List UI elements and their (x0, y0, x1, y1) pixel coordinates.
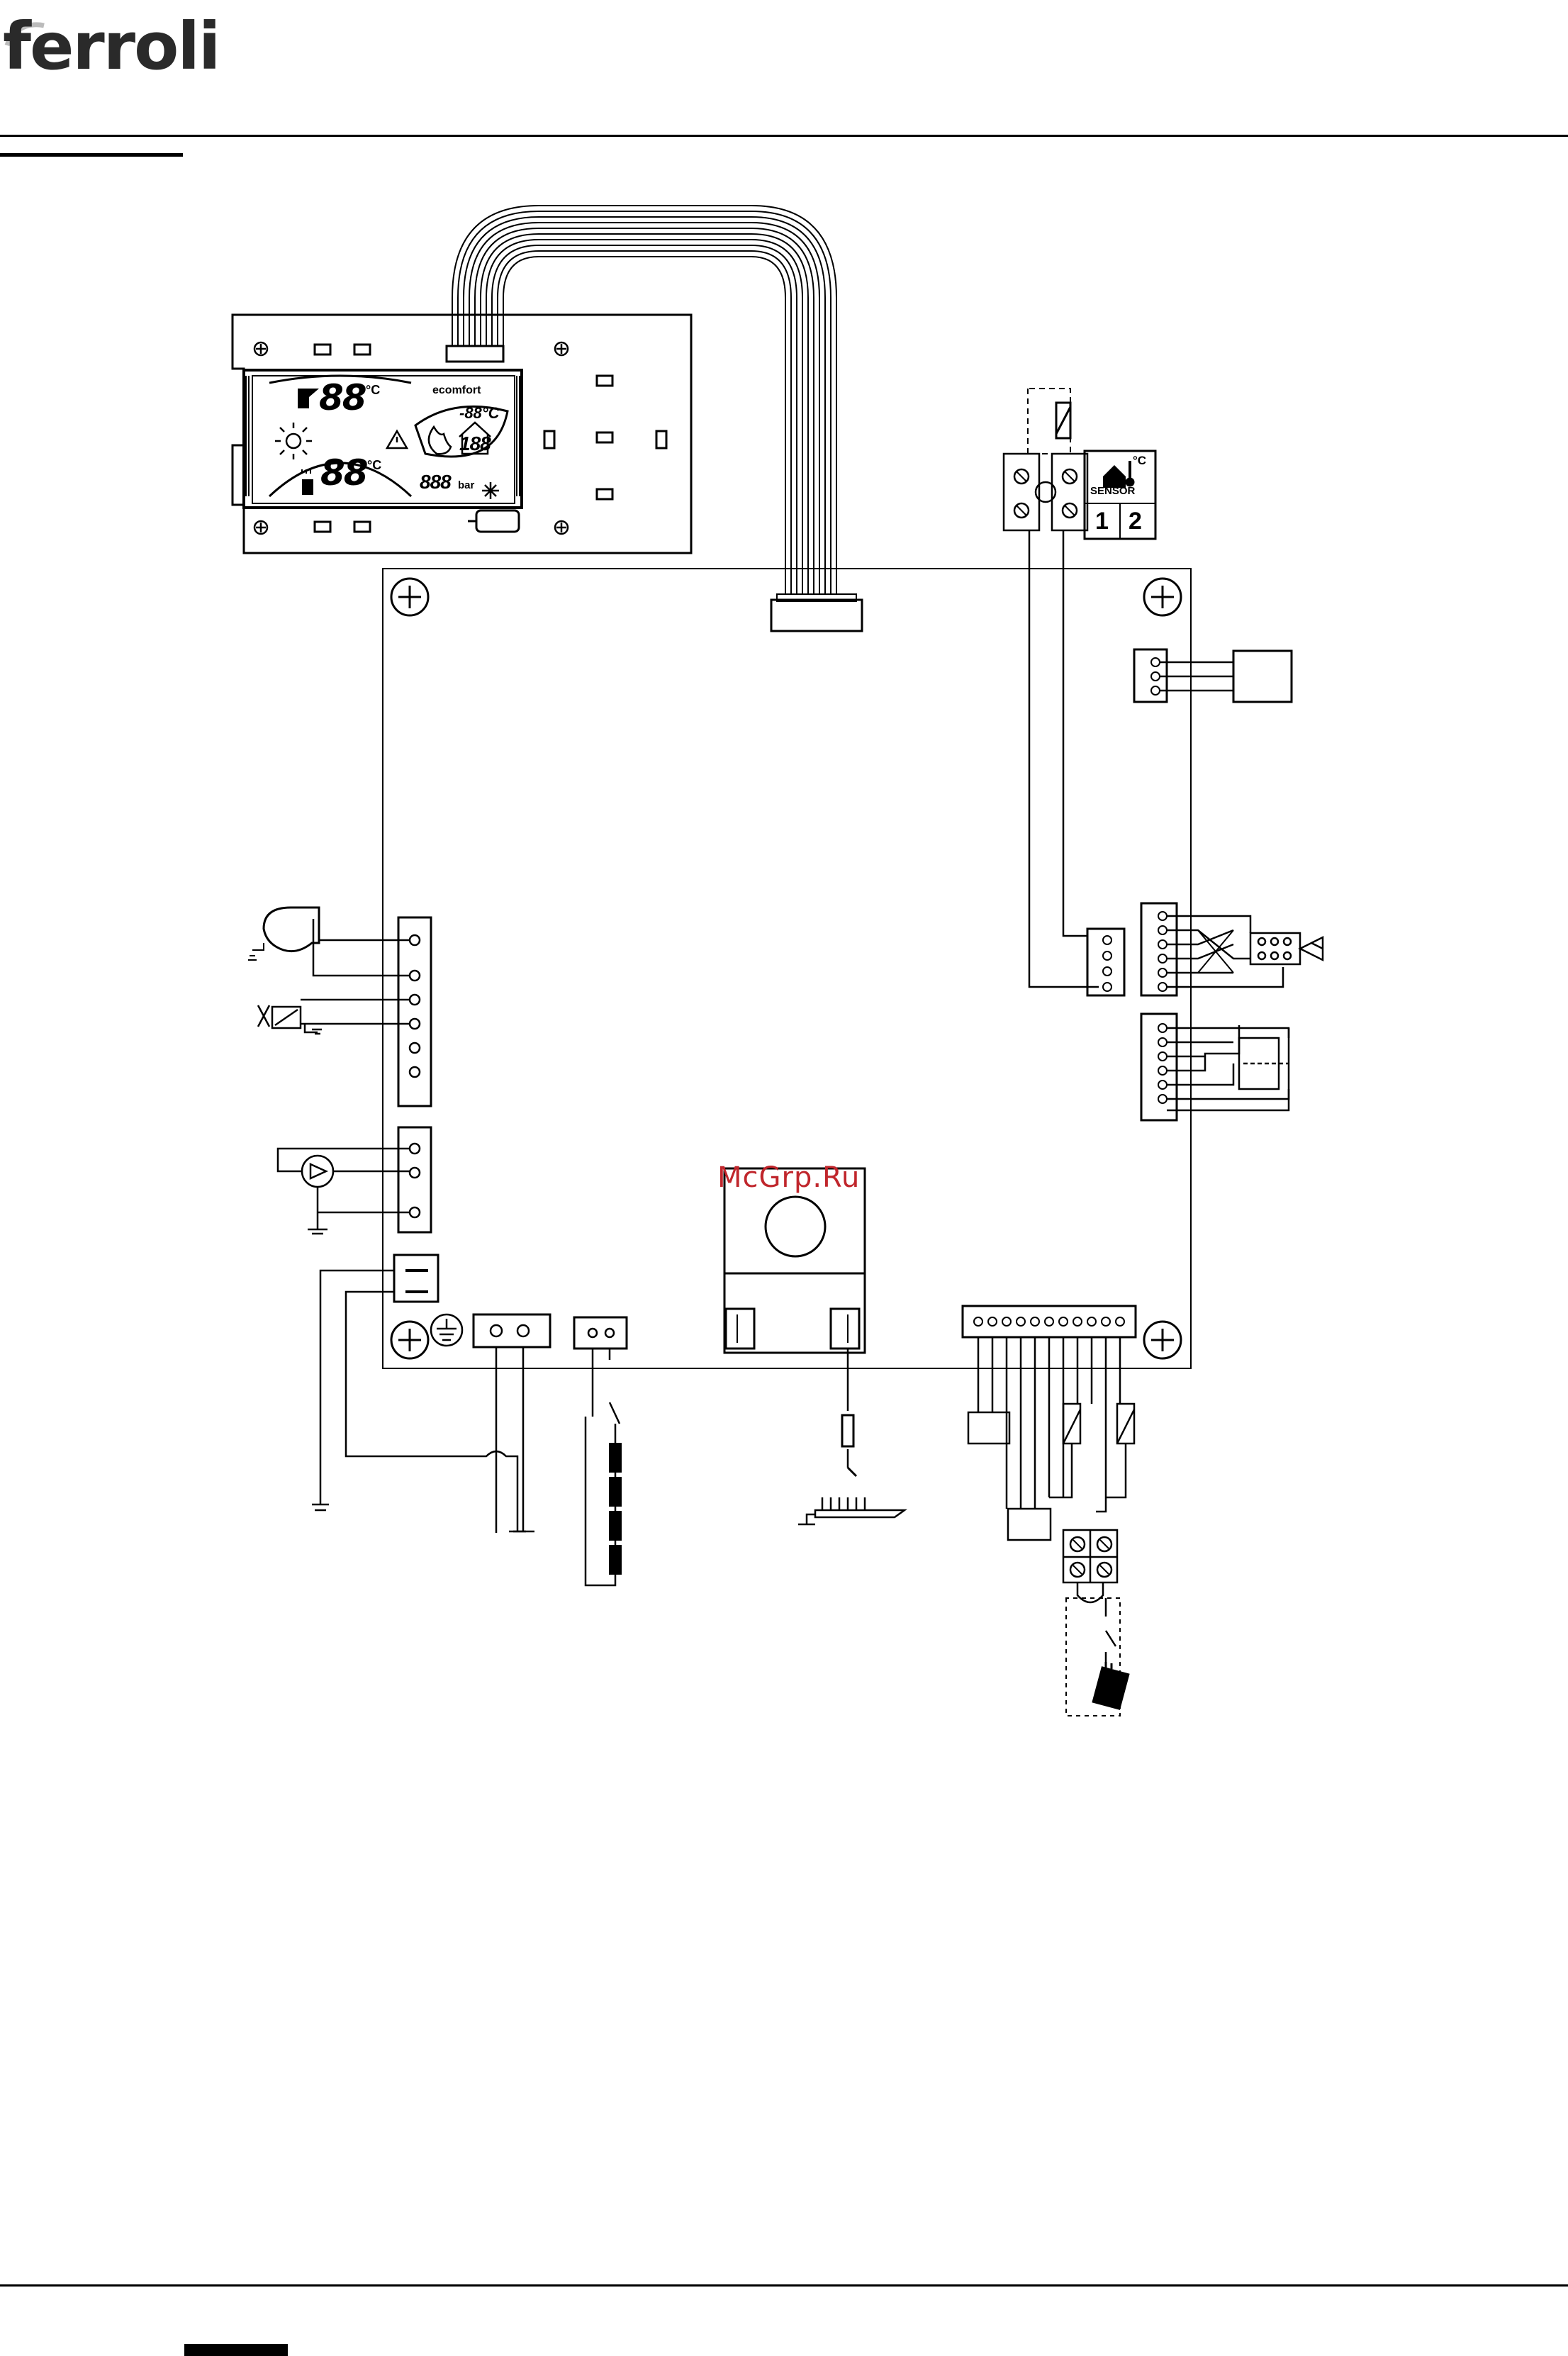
ignition-transformer (724, 1168, 865, 1476)
sensor-terminal-2: 2 (1129, 508, 1142, 535)
dhw-unit: °C (366, 383, 380, 398)
ground-icon (431, 1314, 462, 1346)
pump-icon (278, 1149, 410, 1234)
terminal-block (1063, 1530, 1117, 1602)
sun-icon (275, 423, 312, 459)
heater-elements (586, 1417, 621, 1585)
display-brand-text: ecomfort (432, 384, 481, 397)
footer-rule (0, 2284, 1568, 2287)
ribbon-cable (452, 206, 836, 594)
sensor-unit: °C (1133, 454, 1146, 468)
main-board (383, 569, 1191, 1368)
pressure-unit: bar (458, 479, 474, 491)
watermark: McGrp.Ru (717, 1161, 860, 1194)
room-digits: 188 (459, 432, 491, 455)
electrode-icon (798, 1497, 905, 1524)
flame-icon (429, 427, 451, 454)
pressure-digits: 888 (420, 471, 451, 493)
dhw-temperature: 88 (319, 377, 366, 418)
fan-icon (248, 908, 410, 976)
room-thermostat (1066, 1598, 1129, 1716)
radiator-icon (302, 469, 313, 495)
ribbon-connector (771, 600, 862, 631)
warning-icon (387, 431, 407, 448)
heating-temperature: 88 (320, 452, 367, 493)
flow-switch (1167, 1025, 1289, 1110)
page-tab (184, 2344, 288, 2356)
gas-valve-icon (258, 1000, 410, 1034)
snowflake-icon (482, 482, 499, 499)
sensor-label: SENSOR (1090, 485, 1135, 497)
heating-unit: °C (367, 458, 381, 473)
outdoor-temperature: -88°C (459, 404, 499, 423)
sensor-terminal-1: 1 (1095, 508, 1109, 535)
tap-icon (298, 389, 319, 408)
